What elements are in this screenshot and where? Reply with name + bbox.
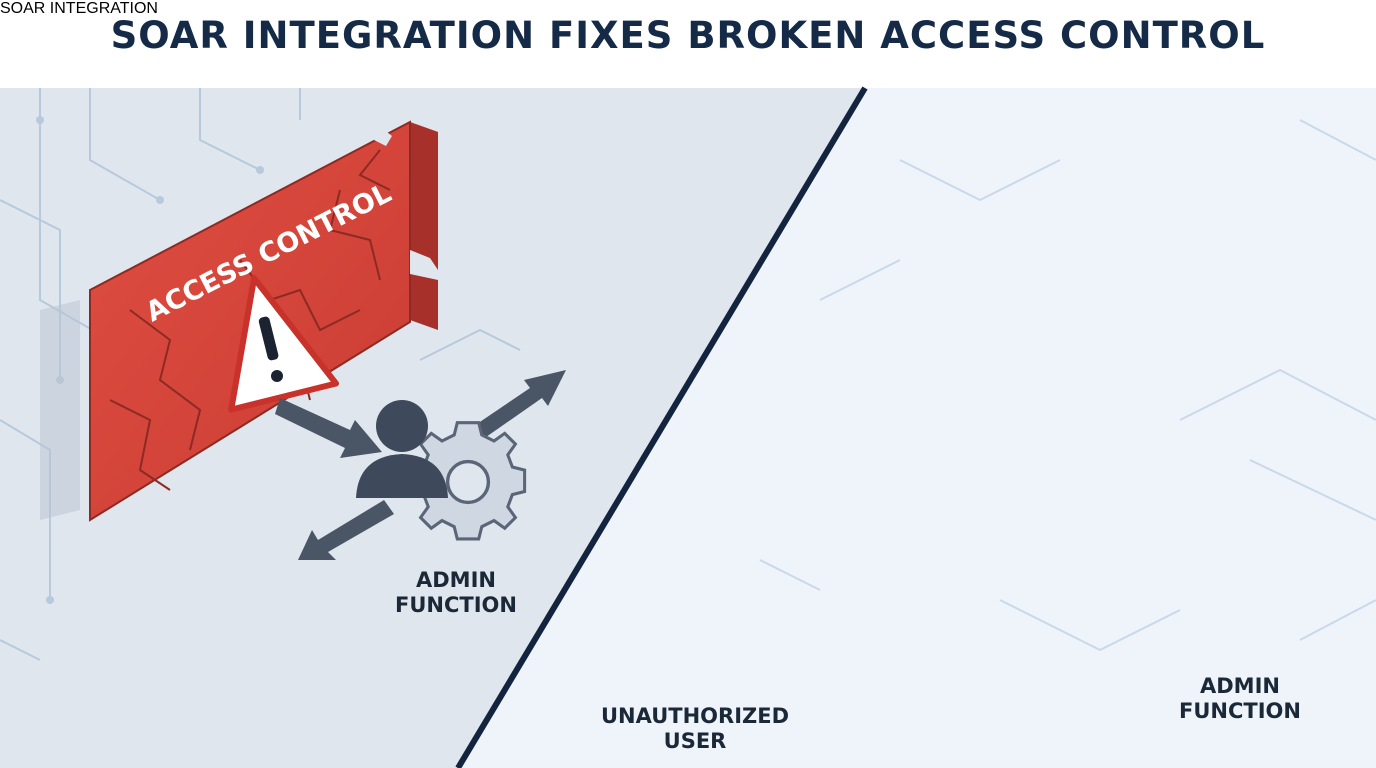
shield-label-integration: INTEGRATION	[49, 0, 158, 17]
right-admin-label-line1: ADMIN	[1200, 674, 1280, 698]
arrow-icon	[275, 370, 566, 560]
shield-label-soar: SOAR	[0, 0, 46, 17]
page-title: SOAR INTEGRATION FIXES BROKEN ACCESS CON…	[110, 14, 1266, 57]
unauthorized-user-label: UNAUTHORIZED USER	[590, 704, 800, 754]
unauthorized-user-label-line1: UNAUTHORIZED	[600, 704, 790, 728]
broken-gear-icon	[409, 420, 527, 541]
panel-divider	[455, 86, 868, 768]
shield-glow: SOAR INTEGRATION	[0, 0, 1301, 753]
left-admin-label-line2: FUNCTION	[395, 593, 517, 617]
unauthorized-user-label-line2: USER	[663, 729, 727, 753]
left-admin-function-label: ADMIN FUNCTION	[376, 568, 536, 618]
right-admin-function-label: ADMIN FUNCTION	[1160, 674, 1320, 724]
right-panel-background	[759, 119, 1376, 652]
right-admin-label-line2: FUNCTION	[1179, 699, 1301, 723]
warning-triangle-icon	[228, 275, 340, 413]
left-admin-label-line1: ADMIN	[416, 568, 496, 592]
